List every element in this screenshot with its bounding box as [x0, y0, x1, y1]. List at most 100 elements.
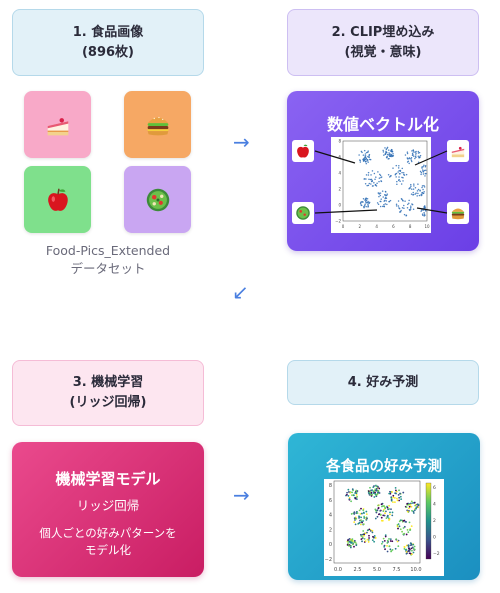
clip-point — [402, 177, 404, 179]
prediction-point — [348, 540, 351, 543]
clip-point — [366, 184, 368, 187]
prediction-point — [347, 495, 350, 497]
clip-point — [401, 167, 404, 170]
prediction-point — [403, 546, 406, 548]
clip-point — [363, 158, 366, 160]
clip-point — [422, 165, 424, 168]
prediction-point — [413, 548, 416, 551]
prediction-point — [386, 514, 389, 517]
clip-point — [395, 172, 398, 175]
prediction-point — [400, 498, 403, 501]
prediction-point — [394, 489, 397, 492]
clip-point — [368, 182, 371, 185]
prediction-point — [384, 535, 387, 538]
prediction-x-tick: 10.0 — [410, 567, 421, 573]
clip-point — [416, 190, 419, 192]
clip-point — [361, 151, 363, 154]
clip-point — [380, 176, 383, 178]
clip-point — [389, 153, 391, 155]
clip-point — [390, 155, 393, 158]
clip-point — [363, 149, 366, 152]
prediction-point — [390, 550, 392, 553]
prediction-point — [361, 536, 364, 538]
prediction-point — [410, 505, 413, 508]
prediction-point — [389, 491, 392, 493]
clip-point — [380, 198, 382, 200]
prediction-y-tick: 6 — [329, 498, 332, 504]
step-1-box: 1. 食品画像 (896枚) — [12, 9, 204, 76]
clip-point — [414, 193, 416, 195]
clip-point — [367, 161, 369, 163]
step-4-box: 4. 好み予測 — [287, 360, 479, 405]
clip-point — [364, 153, 367, 155]
clip-point — [422, 170, 424, 173]
prediction-y-tick: 2 — [329, 527, 332, 533]
prediction-x-tick: 5.0 — [373, 567, 381, 573]
prediction-point — [347, 491, 350, 493]
connector-salad — [314, 209, 378, 214]
prediction-point — [386, 516, 389, 518]
prediction-point — [394, 547, 397, 550]
clip-point — [424, 172, 427, 175]
clip-point — [374, 178, 376, 180]
clip-point — [382, 151, 385, 153]
clip-point — [400, 183, 403, 185]
clip-point — [396, 183, 398, 185]
clip-point — [367, 200, 369, 203]
clip-point — [410, 159, 413, 162]
prediction-point — [353, 511, 356, 514]
clip-point — [379, 192, 382, 194]
prediction-point — [392, 501, 394, 504]
prediction-point — [397, 545, 400, 548]
prediction-point — [366, 529, 369, 532]
clip-point — [403, 213, 406, 216]
step-4-title: 4. 好み予測 — [347, 374, 419, 390]
clip-point — [411, 154, 414, 156]
dataset-name: Food-Pics_Extended — [45, 243, 171, 258]
prediction-point — [359, 512, 362, 515]
clip-point — [408, 157, 411, 159]
prediction-point — [371, 539, 374, 541]
prediction-point — [393, 497, 396, 499]
clip-point — [399, 180, 401, 182]
clip-point — [377, 171, 379, 173]
clip-point — [402, 172, 405, 174]
clip-point — [423, 211, 425, 214]
prediction-point — [384, 512, 386, 515]
clip-point — [415, 156, 417, 158]
clip-point — [386, 203, 388, 206]
salad-icon — [296, 206, 310, 220]
prediction-point — [374, 509, 377, 512]
clip-point — [397, 200, 400, 202]
prediction-point — [377, 491, 379, 494]
clip-point — [367, 206, 369, 208]
clip-point — [408, 208, 411, 211]
clip-point — [384, 190, 387, 193]
prediction-point — [408, 547, 410, 550]
prediction-point — [386, 542, 389, 544]
prediction-point — [410, 500, 413, 503]
clip-point — [410, 157, 412, 160]
prediction-point — [375, 511, 378, 514]
prediction-point — [415, 507, 417, 510]
clip-point — [368, 156, 370, 158]
clip-point — [422, 188, 424, 191]
prediction-point — [352, 494, 355, 497]
prediction-point — [362, 520, 364, 522]
prediction-point — [346, 491, 348, 494]
clip-point — [406, 206, 409, 209]
prediction-point — [353, 545, 355, 548]
clip-point — [398, 165, 400, 167]
prediction-y-tick: 0 — [329, 542, 332, 548]
prediction-point — [384, 506, 386, 509]
prediction-point — [348, 498, 351, 501]
prediction-point — [398, 525, 401, 528]
prediction-point — [369, 486, 371, 489]
clip-point — [418, 194, 421, 197]
prediction-point — [347, 488, 350, 491]
prediction-point — [363, 515, 366, 518]
ml-model-panel: 機械学習モデル リッジ回帰 個人ごとの好みパターンを モデル化 — [12, 442, 204, 577]
prediction-point — [405, 521, 408, 523]
prediction-point — [383, 540, 386, 542]
clip-point — [411, 150, 413, 152]
